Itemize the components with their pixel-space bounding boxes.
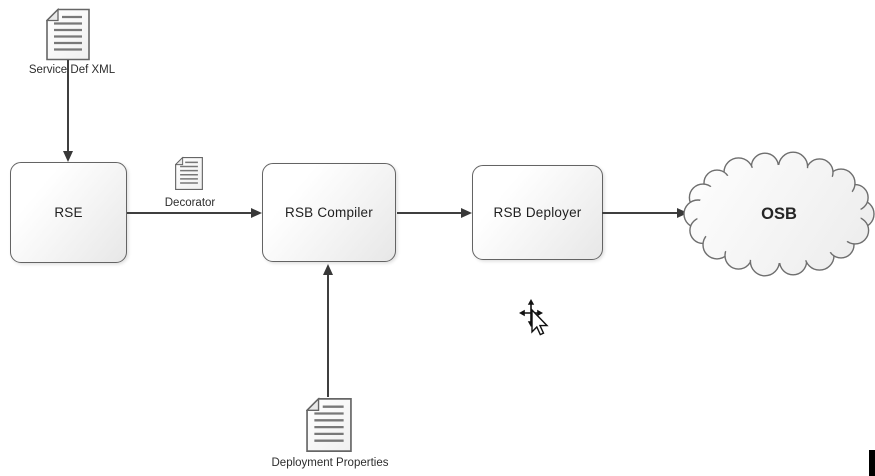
document-icon (306, 397, 352, 452)
arrowhead-right-icon (461, 208, 472, 218)
document-label-decorator: Decorator (164, 197, 216, 209)
move-cursor-icon (519, 299, 549, 336)
arrowhead-down-icon (63, 151, 73, 162)
document-label-deployment-properties: Deployment Properties (271, 457, 389, 469)
node-label-rsb-compiler: RSB Compiler (285, 205, 373, 220)
connector-servicedef-to-rse[interactable] (67, 60, 69, 152)
connector-rse-to-compiler[interactable] (127, 212, 251, 214)
node-label-osb: OSB (761, 204, 797, 223)
document-shape-deployment-properties[interactable] (306, 397, 352, 453)
window-edge-artifact (869, 450, 875, 476)
cloud-icon (683, 151, 875, 277)
node-rsb-deployer[interactable]: RSB Deployer (472, 165, 603, 260)
node-rsb-compiler[interactable]: RSB Compiler (262, 163, 396, 262)
connector-deployer-to-osb[interactable] (602, 212, 677, 214)
document-shape-decorator[interactable] (175, 154, 203, 193)
document-label-service-def-xml: Service Def XML (28, 64, 116, 76)
document-icon (46, 8, 90, 61)
arrowhead-right-icon (677, 208, 688, 218)
arrowhead-up-icon (323, 264, 333, 275)
node-osb-cloud[interactable] (682, 150, 875, 278)
connector-compiler-to-deployer[interactable] (397, 212, 461, 214)
document-shape-service-def-xml[interactable] (46, 8, 90, 61)
node-label-rsb-deployer: RSB Deployer (493, 205, 582, 220)
arrowhead-right-icon (251, 208, 262, 218)
node-label-rse: RSE (54, 205, 83, 220)
connector-deployprops-to-compiler[interactable] (327, 274, 329, 397)
document-icon (175, 156, 203, 190)
node-rse[interactable]: RSE (10, 162, 127, 263)
